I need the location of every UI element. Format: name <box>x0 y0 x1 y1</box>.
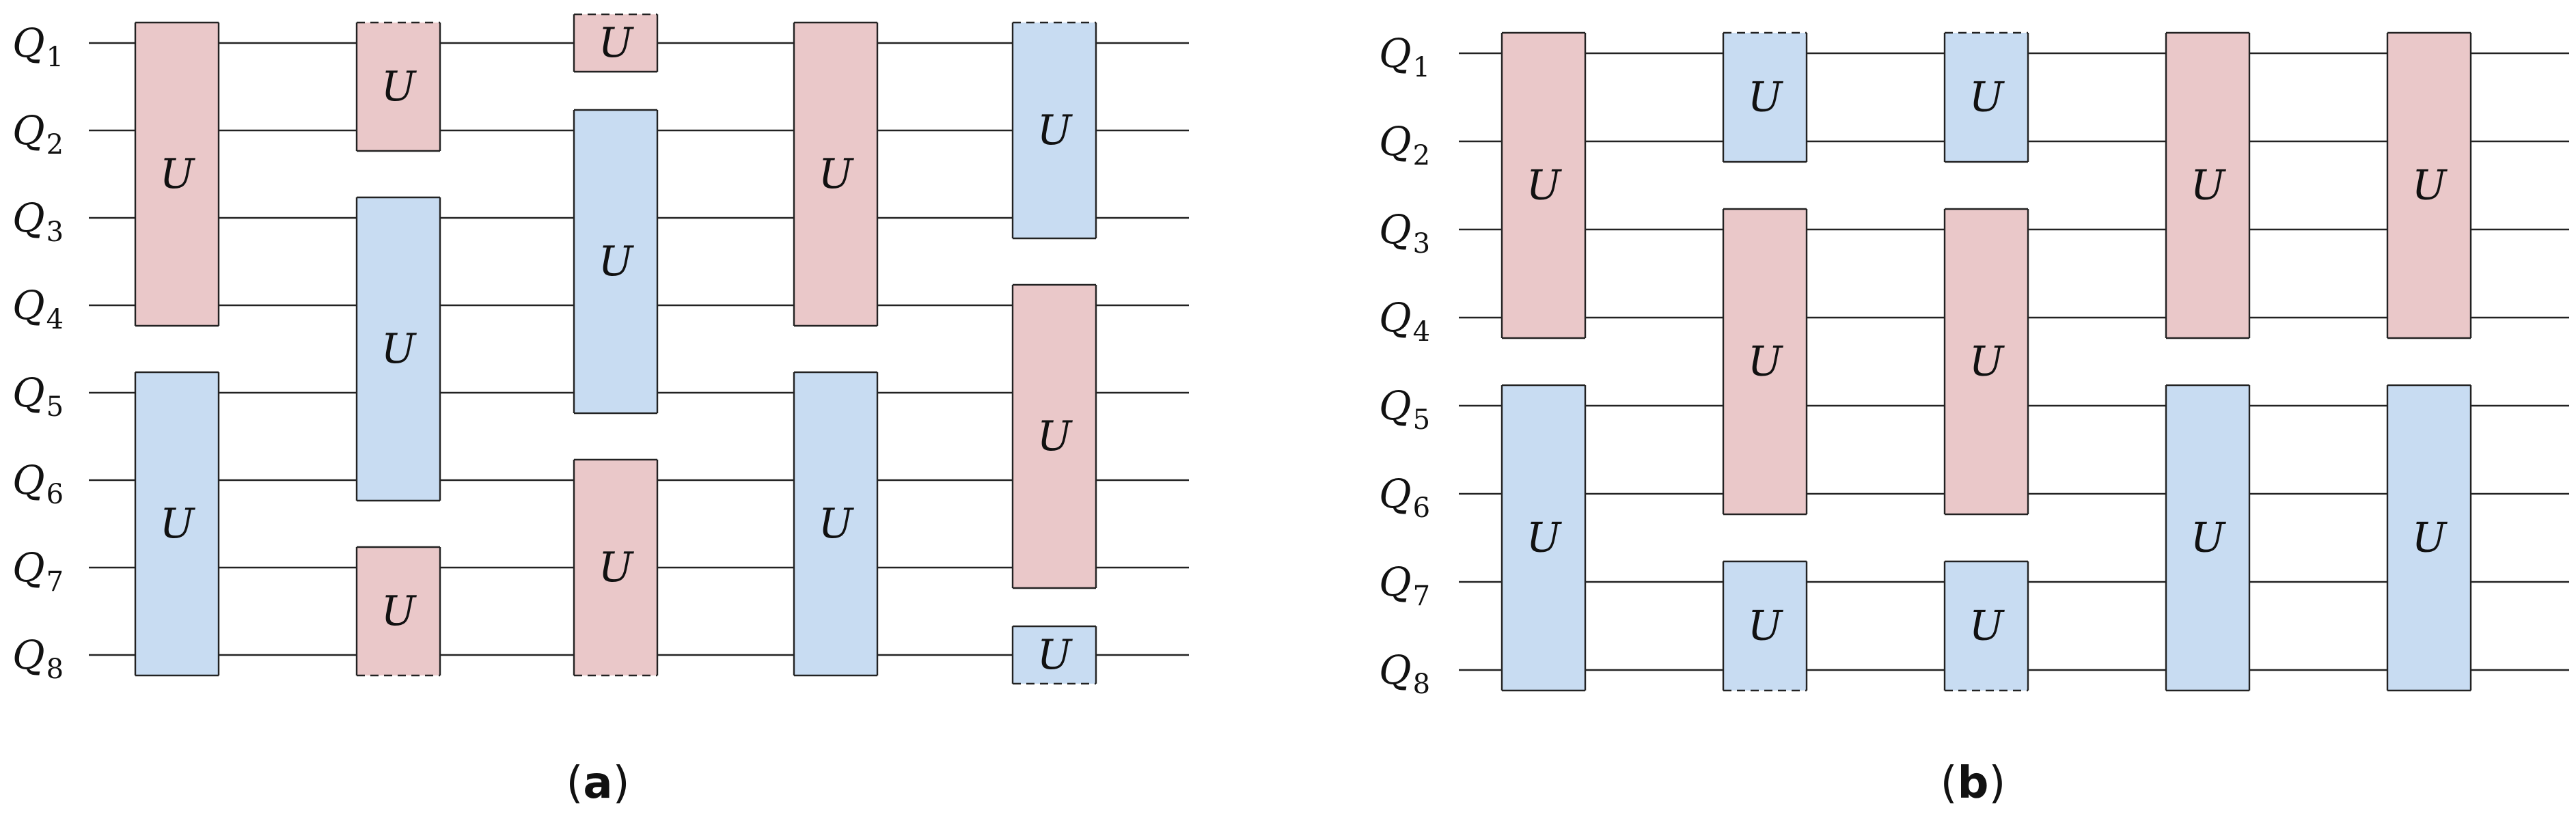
gate-body-b-c5-g2 <box>2387 385 2471 691</box>
gate-body-b-c3-g1 <box>1945 33 2028 162</box>
gate-label-a-c4-g2: U <box>819 500 855 548</box>
qubit-label-a-5: Q5 <box>12 369 64 423</box>
qubit-label-a-8: Q8 <box>12 632 64 685</box>
gate-label-b-c3-g3: U <box>1969 602 2005 650</box>
gate-label-b-c2-g2: U <box>1748 338 1784 386</box>
gate-body-b-c1-g1 <box>1502 33 1585 338</box>
gate-label-a-c2-g3: U <box>381 587 417 635</box>
gate-label-a-c5-g2: U <box>1037 413 1073 460</box>
gate-body-a-c4-g2 <box>794 372 877 675</box>
gate-body-a-c5-g2 <box>1013 285 1096 588</box>
gate-label-a-c2-g2: U <box>381 325 417 373</box>
gate-body-b-c5-g1 <box>2387 33 2471 338</box>
gate-body-b-c2-g1 <box>1723 33 1807 162</box>
gate-label-a-c1-g1: U <box>160 150 196 198</box>
gate-label-b-c4-g1: U <box>2191 162 2227 210</box>
gate-body-b-c4-g2 <box>2166 385 2249 691</box>
qubit-label-b-7: Q7 <box>1379 559 1430 612</box>
gate-label-b-c3-g1: U <box>1969 74 2005 122</box>
gate-body-b-c2-g3 <box>1723 561 1807 691</box>
gate-body-a-c2-g2 <box>357 197 440 501</box>
qubit-label-b-1: Q1 <box>1379 30 1430 83</box>
qubit-label-b-3: Q3 <box>1379 206 1430 260</box>
gate-label-b-c1-g2: U <box>1526 514 1563 562</box>
gate-body-a-c3-g1 <box>574 14 657 72</box>
qubit-label-b-5: Q5 <box>1379 382 1430 436</box>
gate-label-b-c5-g2: U <box>2412 514 2448 562</box>
qubit-label-a-3: Q3 <box>12 195 64 248</box>
panel-caption-a: (a) <box>566 758 629 809</box>
qubit-label-a-7: Q7 <box>12 544 64 598</box>
gate-label-a-c5-g3: U <box>1037 631 1073 679</box>
gate-body-a-c5-g1 <box>1013 23 1096 238</box>
gate-body-a-c5-g3 <box>1013 626 1096 684</box>
gate-label-b-c4-g2: U <box>2191 514 2227 562</box>
gate-label-a-c3-g2: U <box>599 238 635 285</box>
gate-label-a-c3-g3: U <box>599 544 635 591</box>
panel-caption-b: (b) <box>1941 758 2006 809</box>
gate-label-a-c2-g1: U <box>381 63 417 111</box>
gate-body-b-c4-g1 <box>2166 33 2249 338</box>
gate-label-b-c1-g1: U <box>1526 162 1563 210</box>
gate-label-a-c3-g1: U <box>599 19 635 67</box>
gate-body-a-c2-g3 <box>357 547 440 675</box>
gate-body-a-c1-g1 <box>135 23 219 326</box>
gate-label-a-c5-g1: U <box>1037 107 1073 154</box>
qubit-label-a-2: Q2 <box>12 107 64 161</box>
gate-body-b-c2-g2 <box>1723 209 1807 514</box>
gate-label-a-c1-g2: U <box>160 500 196 548</box>
gate-body-a-c1-g2 <box>135 372 219 675</box>
qubit-label-b-2: Q2 <box>1379 118 1430 171</box>
qubit-label-a-6: Q6 <box>12 457 64 510</box>
gate-label-b-c3-g2: U <box>1969 338 2005 386</box>
gate-body-a-c3-g3 <box>574 460 657 675</box>
qubit-label-a-1: Q1 <box>12 20 64 73</box>
gate-label-a-c4-g1: U <box>819 150 855 198</box>
gate-body-a-c2-g1 <box>357 23 440 151</box>
gate-body-a-c3-g2 <box>574 110 657 413</box>
qubit-label-a-4: Q4 <box>12 282 64 335</box>
gate-label-b-c2-g3: U <box>1748 602 1784 650</box>
gate-body-b-c1-g2 <box>1502 385 1585 691</box>
gate-body-b-c3-g3 <box>1945 561 2028 691</box>
gate-label-b-c2-g1: U <box>1748 74 1784 122</box>
gate-body-b-c3-g2 <box>1945 209 2028 514</box>
gate-label-b-c5-g1: U <box>2412 162 2448 210</box>
gate-body-a-c4-g1 <box>794 23 877 326</box>
qubit-label-b-8: Q8 <box>1379 647 1430 700</box>
qubit-label-b-4: Q4 <box>1379 294 1430 348</box>
qubit-label-b-6: Q6 <box>1379 471 1430 524</box>
